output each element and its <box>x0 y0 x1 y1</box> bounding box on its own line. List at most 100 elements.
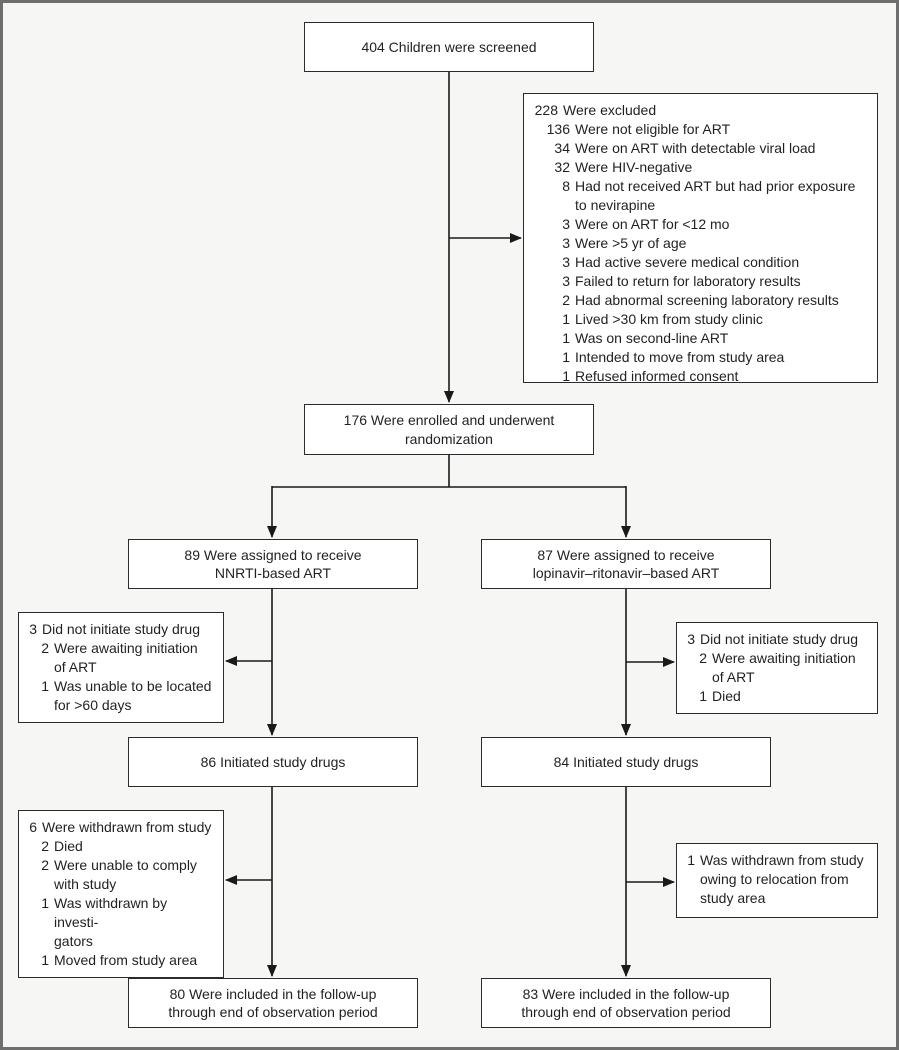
line-count: 1 <box>562 349 570 366</box>
line-text: Died <box>54 838 83 855</box>
box-withdrawn-lopinavir: 1 Was withdrawn from study owing to reloc… <box>676 843 878 918</box>
list-line: 1 Was on second-line ART <box>545 329 868 348</box>
list-line: 1 Lived >30 km from study clinic <box>545 310 868 329</box>
line-count: 3 <box>29 621 37 637</box>
line-count: 2 <box>41 857 49 874</box>
box-assigned-nnrti: 89 Were assigned to receive NNRTI-based … <box>128 539 418 589</box>
line-count: 1 <box>687 852 695 868</box>
line-text: Was withdrawn from study owing to reloca… <box>700 852 864 907</box>
list-line: 136 Were not eligible for ART <box>545 120 868 139</box>
list-line: 3 Did not initiate study drug <box>28 620 214 639</box>
line-count: 3 <box>687 631 695 647</box>
list-line: 32 Were HIV-negative <box>545 158 868 177</box>
line-text: Were awaiting initiation of ART <box>54 640 198 676</box>
list-line: 3 Were >5 yr of age <box>545 234 868 253</box>
line-text: Were withdrawn from study <box>42 819 212 835</box>
box-assigned-lopinavir-text: 87 Were assigned to receive lopinavir–ri… <box>532 546 720 581</box>
line-text: Were on ART with detectable viral load <box>575 140 816 157</box>
line-count: 136 <box>546 121 570 138</box>
list-line: 1 Intended to move from study area <box>545 348 868 367</box>
box-initiated-nnrti: 86 Initiated study drugs <box>128 737 418 787</box>
line-text: Were HIV-negative <box>575 159 693 176</box>
line-count: 3 <box>562 235 570 252</box>
list-line: 1 Was withdrawn from study owing to reloc… <box>686 851 868 908</box>
list-line: 2 Had abnormal screening laboratory resul… <box>545 291 868 310</box>
line-text: Was unable to be located for >60 days <box>54 678 212 714</box>
box-enrolled-text: 176 Were enrolled and underwent randomiz… <box>343 412 555 447</box>
list-line: 2 Were unable to comply with study <box>40 856 214 894</box>
line-count: 1 <box>41 895 49 912</box>
line-count: 1 <box>41 678 49 695</box>
list-line: 2 Were awaiting initiation of ART <box>40 639 214 677</box>
line-count: 2 <box>562 292 570 309</box>
line-count: 1 <box>562 368 570 385</box>
line-count: 2 <box>699 650 707 667</box>
box-initiated-nnrti-text: 86 Initiated study drugs <box>200 753 346 770</box>
line-text: Were on ART for <12 mo <box>575 216 730 233</box>
list-line: 3 Did not initiate study drug <box>686 630 868 649</box>
list-line: 6 Were withdrawn from study <box>28 818 214 837</box>
list-line: 228 Were excluded <box>533 101 868 120</box>
line-text: Were not eligible for ART <box>575 121 731 138</box>
line-count: 2 <box>41 838 49 855</box>
list-line: 1 Moved from study area <box>40 951 214 970</box>
box-assigned-lopinavir: 87 Were assigned to receive lopinavir–ri… <box>481 539 771 589</box>
box-screened-text: 404 Children were screened <box>361 38 537 55</box>
line-count: 6 <box>29 819 37 835</box>
flow-connectors <box>225 72 675 977</box>
line-text: Died <box>712 688 741 705</box>
line-text: Intended to move from study area <box>575 349 785 366</box>
line-text: Failed to return for laboratory results <box>575 273 801 290</box>
line-text: Were awaiting initiation of ART <box>712 650 856 686</box>
line-count: 3 <box>562 273 570 290</box>
list-line: 3 Failed to return for laboratory results <box>545 272 868 291</box>
box-initiated-lopinavir-text: 84 Initiated study drugs <box>553 753 699 770</box>
list-line: 1 Refused informed consent <box>545 367 868 386</box>
list-line: 8 Had not received ART but had prior expo… <box>545 177 868 215</box>
box-screened: 404 Children were screened <box>304 22 594 72</box>
line-text: Were unable to comply with study <box>54 857 197 893</box>
list-line: 2 Were awaiting initiation of ART <box>698 649 868 687</box>
line-count: 1 <box>699 688 707 705</box>
box-excluded: 228 Were excluded 136 Were not eligible for… <box>523 93 878 386</box>
list-line: 2 Died <box>40 837 214 856</box>
line-text: Was on second-line ART <box>575 330 729 347</box>
list-line: 1 Was unable to be located for >60 days <box>40 677 214 715</box>
line-count: 3 <box>562 254 570 271</box>
line-text: Had abnormal screening laboratory result… <box>575 292 839 309</box>
line-text: Refused informed consent <box>575 368 739 385</box>
line-count: 8 <box>562 178 570 195</box>
line-count: 32 <box>554 159 570 176</box>
line-count: 1 <box>562 311 570 328</box>
box-followup-lopinavir: 83 Were included in the follow-up throug… <box>481 978 771 1028</box>
box-followup-nnrti-text: 80 Were included in the follow-up throug… <box>168 985 378 1020</box>
line-text: Did not initiate study drug <box>42 621 200 637</box>
line-count: 34 <box>554 140 570 157</box>
line-text: Were >5 yr of age <box>575 235 687 252</box>
line-text: Had active severe medical condition <box>575 254 800 271</box>
box-followup-lopinavir-text: 83 Were included in the follow-up throug… <box>521 985 731 1020</box>
line-text: Moved from study area <box>54 952 198 969</box>
line-text: Did not initiate study drug <box>700 631 858 647</box>
box-enrolled: 176 Were enrolled and underwent randomiz… <box>304 404 594 455</box>
line-text: Had not received ART but had prior expos… <box>575 178 856 214</box>
list-line: 3 Were on ART for <12 mo <box>545 215 868 234</box>
line-text: Were excluded <box>563 102 657 118</box>
list-line: 1 Died <box>698 687 868 706</box>
box-initiated-lopinavir: 84 Initiated study drugs <box>481 737 771 787</box>
box-assigned-nnrti-text: 89 Were assigned to receive NNRTI-based … <box>184 546 362 581</box>
line-count: 1 <box>562 330 570 347</box>
list-line: 3 Had active severe medical condition <box>545 253 868 272</box>
line-count: 2 <box>41 640 49 657</box>
box-followup-nnrti: 80 Were included in the follow-up throug… <box>128 978 418 1028</box>
line-count: 228 <box>534 102 558 118</box>
line-count: 1 <box>41 952 49 969</box>
list-line: 1 Was withdrawn by investi- gators <box>40 894 214 951</box>
box-not-initiated-nnrti: 3 Did not initiate study drug 2 Were awaiti… <box>18 612 224 724</box>
line-text: Was withdrawn by investi- gators <box>54 895 168 950</box>
line-count: 3 <box>562 216 570 233</box>
box-not-initiated-lopinavir: 3 Did not initiate study drug 2 Were awaiti… <box>676 622 878 715</box>
line-text: Lived >30 km from study clinic <box>575 311 763 328</box>
